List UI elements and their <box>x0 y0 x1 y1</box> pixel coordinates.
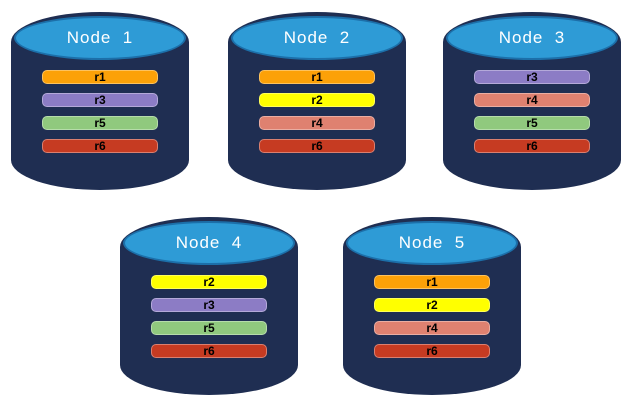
replica-bar-r2: r2 <box>374 298 490 312</box>
database-cylinder-top: Node 1 <box>14 16 186 60</box>
replica-bar-r1: r1 <box>374 275 490 289</box>
replica-list: r1 r3 r5 r6 <box>42 70 158 153</box>
replica-bar-r6: r6 <box>259 139 375 153</box>
replica-bar-r3: r3 <box>151 298 267 312</box>
node-label: Node 5 <box>398 233 466 252</box>
database-node-3: Node 3 r3 r4 r5 r6 <box>443 12 621 190</box>
replica-list: r1 r2 r4 r6 <box>259 70 375 153</box>
replica-bar-r6: r6 <box>474 139 590 153</box>
replica-bar-r4: r4 <box>374 321 490 335</box>
node-label: Node 3 <box>498 28 566 47</box>
replica-bar-r5: r5 <box>42 116 158 130</box>
database-cylinder-top: Node 3 <box>446 16 618 60</box>
database-cylinder-top: Node 5 <box>346 221 518 265</box>
replica-list: r2 r3 r5 r6 <box>151 275 267 358</box>
database-node-2: Node 2 r1 r2 r4 r6 <box>228 12 406 190</box>
replica-bar-r6: r6 <box>374 344 490 358</box>
replica-bar-r6: r6 <box>151 344 267 358</box>
replica-bar-r4: r4 <box>259 116 375 130</box>
database-node-1: Node 1 r1 r3 r5 r6 <box>11 12 189 190</box>
replica-bar-r4: r4 <box>474 93 590 107</box>
replica-bar-r5: r5 <box>474 116 590 130</box>
database-node-5: Node 5 r1 r2 r4 r6 <box>343 217 521 395</box>
replica-bar-r3: r3 <box>474 70 590 84</box>
database-cylinder-top: Node 2 <box>231 16 403 60</box>
node-label: Node 4 <box>175 233 243 252</box>
replica-bar-r2: r2 <box>151 275 267 289</box>
replica-bar-r3: r3 <box>42 93 158 107</box>
replica-bar-r2: r2 <box>259 93 375 107</box>
node-label: Node 1 <box>66 28 134 47</box>
replica-list: r1 r2 r4 r6 <box>374 275 490 358</box>
database-cylinder-top: Node 4 <box>123 221 295 265</box>
replica-bar-r5: r5 <box>151 321 267 335</box>
replica-bar-r1: r1 <box>42 70 158 84</box>
replica-list: r3 r4 r5 r6 <box>474 70 590 153</box>
database-node-4: Node 4 r2 r3 r5 r6 <box>120 217 298 395</box>
replica-bar-r6: r6 <box>42 139 158 153</box>
node-label: Node 2 <box>283 28 351 47</box>
replica-bar-r1: r1 <box>259 70 375 84</box>
